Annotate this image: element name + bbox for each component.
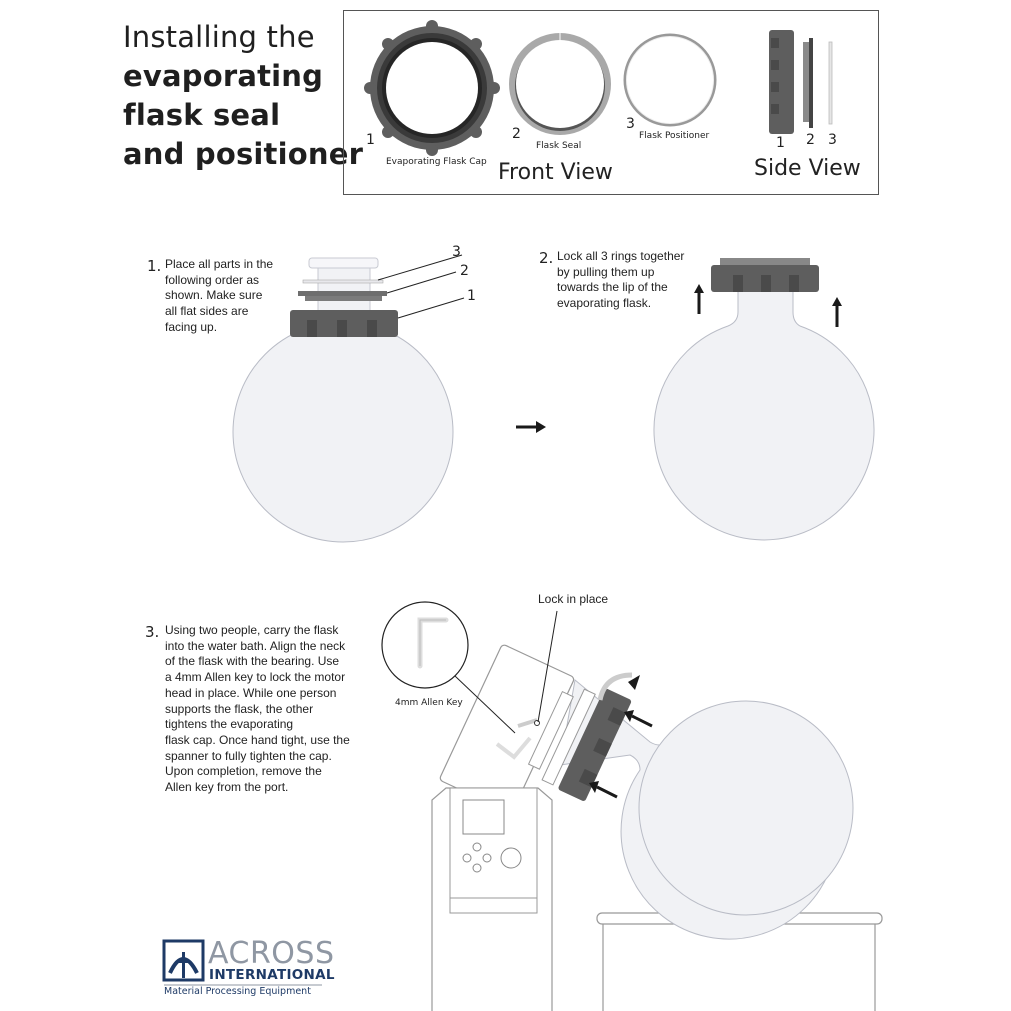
step-3-line: tightens the evaporating <box>165 717 294 732</box>
part-1-label: Evaporating Flask Cap <box>386 157 487 167</box>
step-3-line: a 4mm Allen key to lock the motor <box>165 670 346 685</box>
step-3-line: of the flask with the bearing. Use <box>165 654 340 669</box>
front-view-label: Front View <box>498 160 613 185</box>
step-3-text: Using two people, carry the flask into t… <box>165 623 350 796</box>
step-3-line: Allen key from the port. <box>165 780 289 795</box>
title-line-1: Installing the <box>123 20 315 54</box>
step-1-text: Place all parts in the following order a… <box>165 257 273 336</box>
lock-in-place-label: Lock in place <box>538 592 609 606</box>
step3-rotovap-scene <box>381 601 883 1011</box>
across-logo-icon <box>162 939 322 986</box>
step-3-line: spanner to fully tighten the cap. <box>165 748 332 763</box>
step-1-line: shown. Make sure <box>165 288 263 303</box>
part-2-label: Flask Seal <box>536 141 582 151</box>
step-2-line: evaporating flask. <box>557 296 652 311</box>
step-3-line: head in place. While one person <box>165 685 337 700</box>
step-3-line: Using two people, carry the flask <box>165 623 339 637</box>
logo-tagline: Material Processing Equipment <box>164 986 311 997</box>
callout-3: 3 <box>452 244 461 260</box>
flask-positioner-front-icon <box>623 33 717 127</box>
right-arrow-icon <box>516 421 546 433</box>
title-line-4: and positioner <box>123 137 364 171</box>
step-1-line: all flat sides are <box>165 304 249 319</box>
step-3-line: flask cap. Once hand tight, use the <box>165 732 350 747</box>
part-3-number: 3 <box>626 116 635 132</box>
step-1-line: following order as <box>165 272 260 287</box>
step-3-line: Upon completion, remove the <box>165 764 322 779</box>
logo-sub: INTERNATIONAL <box>209 967 335 983</box>
side-view-parts-icon <box>769 30 833 134</box>
flask-seal-front-icon <box>509 33 611 135</box>
allen-key-label: 4mm Allen Key <box>395 698 463 708</box>
side-number-1: 1 <box>776 135 785 151</box>
logo-brand: ACROSS <box>208 936 335 971</box>
title-line-3: flask seal <box>123 98 281 132</box>
step-1-line: Place all parts in the <box>165 257 274 271</box>
step-2-line: towards the lip of the <box>557 280 668 295</box>
part-3-label: Flask Positioner <box>639 131 710 141</box>
side-number-3: 3 <box>828 132 837 148</box>
step2-flask-icon <box>653 258 875 541</box>
title-line-2: evaporating <box>123 59 324 93</box>
flask-cap-front-icon <box>364 20 500 156</box>
step-2-line: Lock all 3 rings together <box>557 249 685 263</box>
step-1-line: facing up. <box>165 319 218 334</box>
part-2-number: 2 <box>512 126 521 142</box>
step-2-number: 2. <box>539 249 554 267</box>
callout-1: 1 <box>467 288 476 304</box>
step1-flask-icon <box>232 254 465 543</box>
step-1-number: 1. <box>147 257 162 275</box>
callout-2: 2 <box>460 263 469 279</box>
side-view-label: Side View <box>754 156 861 181</box>
step-3-number: 3. <box>145 623 160 641</box>
step-2-line: by pulling them up <box>557 264 655 279</box>
page-title: Installing the evaporating flask seal an… <box>123 18 363 174</box>
step-3-line: supports the flask, the other <box>165 701 314 716</box>
step-2-text: Lock all 3 rings together by pulling the… <box>557 249 684 312</box>
side-number-2: 2 <box>806 132 815 148</box>
step-3-line: into the water bath. Align the neck <box>165 638 346 653</box>
parts-legend-box <box>343 10 879 195</box>
part-1-number: 1 <box>366 132 375 148</box>
